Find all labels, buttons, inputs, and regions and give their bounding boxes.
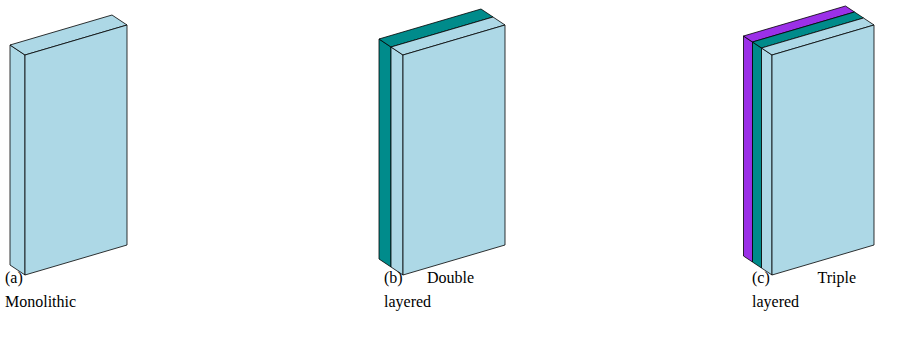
subfigure-caption: (a) Monolithic xyxy=(5,266,89,314)
layer-side-face xyxy=(379,39,391,267)
layer-side-face xyxy=(762,48,773,275)
subfigure-caption: (b) Double layered xyxy=(384,266,474,314)
layer-side-face xyxy=(744,36,753,262)
layer-side-face xyxy=(391,47,403,275)
layer-side-face xyxy=(753,42,762,268)
layer-side-face xyxy=(10,45,25,275)
slab-front-face xyxy=(25,25,127,275)
slab-front-face xyxy=(403,25,505,275)
subfigure-caption: (c) Triple layered xyxy=(752,266,856,314)
slab-front-face xyxy=(772,25,874,275)
